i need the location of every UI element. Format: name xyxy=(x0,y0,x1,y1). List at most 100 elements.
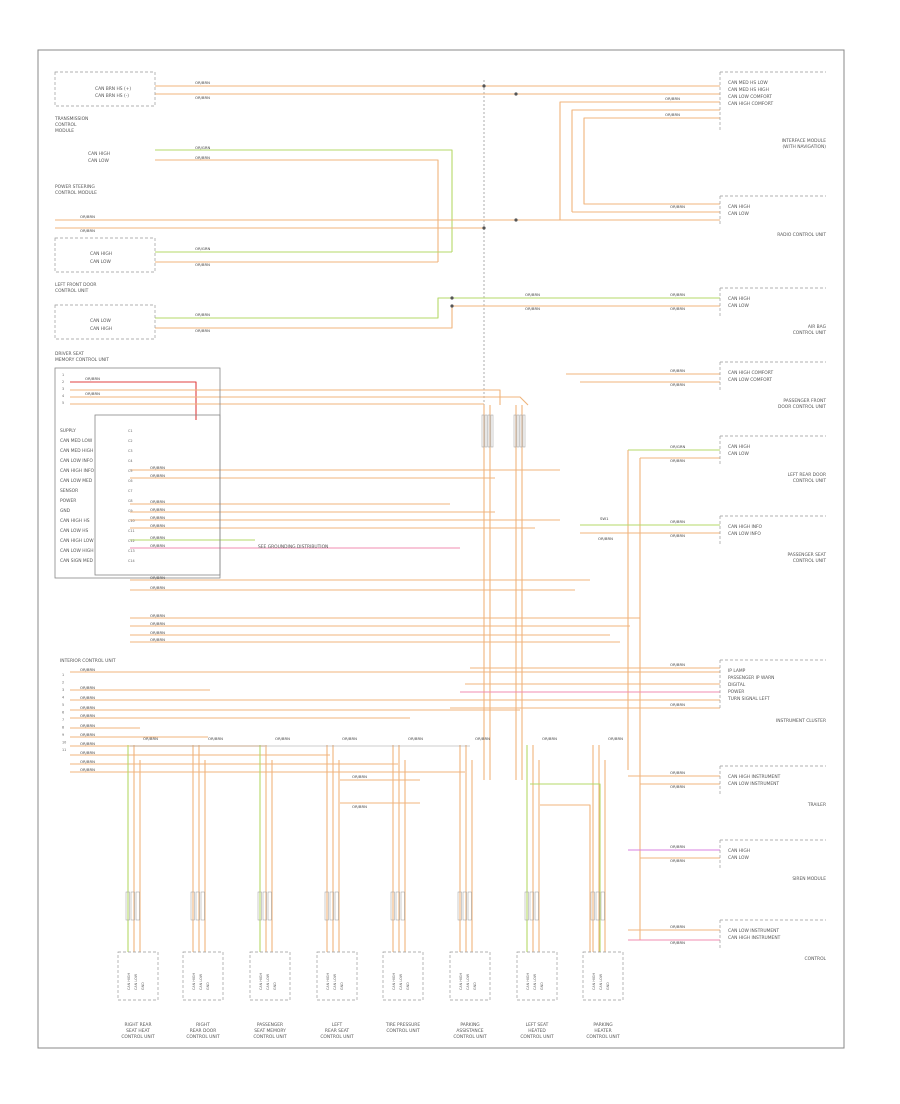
switch-label: SW1 xyxy=(600,516,609,521)
module-label-r5: LEFT REAR DOOR xyxy=(788,472,826,478)
wire-color-label: OR/BRN xyxy=(525,306,540,311)
module-box-r6 xyxy=(719,515,826,544)
pin-name-r1: CAN LOW COMFORT xyxy=(728,94,772,100)
wire-color-label: OR/BRN xyxy=(542,736,557,741)
wire-color-label: OR/BRN xyxy=(80,741,95,746)
wire-color-label: OR/GRN xyxy=(195,145,210,150)
pin-number: C9 xyxy=(128,509,133,513)
pin-name-b5: CAN LOW xyxy=(399,973,403,990)
module-label-trans: TRANSMISSION xyxy=(54,116,88,122)
module-label-b8: PARKING xyxy=(593,1022,613,1028)
module-label-trans: MODULE xyxy=(55,128,74,134)
wire-bottom-ph-b xyxy=(540,804,591,952)
pin-name-b8: GND xyxy=(606,982,610,990)
pin-number: 2 xyxy=(62,380,64,384)
pin-name-r5: CAN HIGH xyxy=(728,444,750,450)
module-label-b2: RIGHT xyxy=(196,1022,210,1028)
wire-color-label: OR/BRN xyxy=(150,613,165,618)
wire-dsm-red xyxy=(70,381,197,420)
connector-pin xyxy=(529,891,534,921)
module-box-ecm xyxy=(54,71,156,107)
pin-name-gem: CAN MED LOW xyxy=(60,438,93,444)
pin-name-b4: GND xyxy=(340,982,344,990)
module-label-b8: CONTROL UNIT xyxy=(586,1034,620,1040)
wire-color-label: OR/BRN xyxy=(352,774,367,779)
wire-color-label: OR/BRN xyxy=(670,292,685,297)
pin-number: 10 xyxy=(62,741,66,745)
connector-pin xyxy=(513,414,517,448)
module-label-b1: CONTROL UNIT xyxy=(121,1034,155,1040)
connector-pin xyxy=(600,891,605,921)
wire-color-label: OR/BRN xyxy=(195,262,210,267)
pin-number: 3 xyxy=(62,688,64,692)
pin-number: C11 xyxy=(128,529,135,533)
pin-name-gem: CAN HIGH LOW xyxy=(60,538,94,544)
wire-color-label: OR/BRN xyxy=(598,536,613,541)
wire-color-label: OR/BRN xyxy=(670,770,685,775)
module-box-b4 xyxy=(316,951,358,1001)
connector-pin xyxy=(200,891,205,921)
connector-pin xyxy=(390,891,395,921)
pin-number: C8 xyxy=(128,499,133,503)
splice-dot xyxy=(482,84,486,88)
pin-name-b6: GND xyxy=(473,982,477,990)
pin-name-gem: CAN MED HIGH xyxy=(60,448,93,454)
module-label-ldp: CONTROL UNIT xyxy=(55,288,89,294)
wire-color-label: OR/BRN xyxy=(85,376,100,381)
connector-pin xyxy=(125,891,130,921)
pin-number: C3 xyxy=(128,449,133,453)
wire-color-label: OR/BRN xyxy=(670,844,685,849)
pin-number: C5 xyxy=(128,469,133,473)
wire-color-label: OR/BRN xyxy=(150,637,165,642)
module-label-r8: TRAILER xyxy=(807,802,826,808)
wire-color-label: OR/BRN xyxy=(670,204,685,209)
wire-color-label: OR/BRN xyxy=(670,662,685,667)
pin-number: 9 xyxy=(62,733,64,737)
module-box-b3 xyxy=(249,951,291,1001)
diagram-frame xyxy=(37,49,845,1049)
module-box-r8 xyxy=(719,765,826,794)
pin-number: 1 xyxy=(62,673,64,677)
wire-r1-a xyxy=(559,101,720,220)
wire-color-label: OR/BRN xyxy=(275,736,290,741)
connector-pin xyxy=(484,414,488,448)
module-box-r4 xyxy=(719,361,826,390)
wire-color-label: OR/BRN xyxy=(525,292,540,297)
pin-name-r3: CAN LOW xyxy=(728,303,749,309)
pin-name-r2: CAN HIGH xyxy=(728,204,750,210)
pin-name-gem: POWER xyxy=(60,498,76,504)
connector-pin xyxy=(522,414,526,448)
wire-color-label: OR/BRN xyxy=(150,523,165,528)
wire-color-label: OR/BRN xyxy=(150,535,165,540)
splice-dot xyxy=(514,218,518,222)
pin-name-r8: CAN LOW INSTRUMENT xyxy=(728,781,779,787)
module-box-r7 xyxy=(719,659,826,710)
pin-name-ldp: CAN HIGH xyxy=(90,326,112,332)
wire-color-label: OR/BRN xyxy=(150,499,165,504)
wire-color-label: OR/BRN xyxy=(80,767,95,772)
pin-number: 5 xyxy=(62,703,64,707)
pin-name-gem: CAN HIGH HS xyxy=(60,518,90,524)
pin-name-gem: CAN LOW INFO xyxy=(60,458,93,464)
pin-name-r2: CAN LOW xyxy=(728,211,749,217)
module-label-dsm: DRIVER SEAT xyxy=(55,351,84,357)
module-label-r3: AIR BAG xyxy=(808,324,827,330)
connector-pin xyxy=(487,414,491,448)
wire-color-label: OR/BRN xyxy=(670,940,685,945)
connector-pin xyxy=(519,414,523,448)
module-box-b8 xyxy=(582,951,624,1001)
pin-name-b1: CAN LOW xyxy=(134,973,138,990)
pin-name-gem: CAN LOW HIGH xyxy=(60,548,94,554)
module-label-epas: CONTROL MODULE xyxy=(55,190,97,196)
pin-name-b7: GND xyxy=(540,982,544,990)
wire-color-label: OR/BRN xyxy=(670,533,685,538)
pin-name-ldp: CAN LOW xyxy=(90,318,111,324)
pin-name-trans: CAN LOW xyxy=(88,158,109,164)
wire-color-label: OR/BRN xyxy=(80,705,95,710)
pin-name-r8: CAN HIGH INSTRUMENT xyxy=(728,774,781,780)
pin-number: C10 xyxy=(128,519,135,523)
module-box-b7 xyxy=(516,951,558,1001)
wire-r1-b xyxy=(571,109,720,212)
